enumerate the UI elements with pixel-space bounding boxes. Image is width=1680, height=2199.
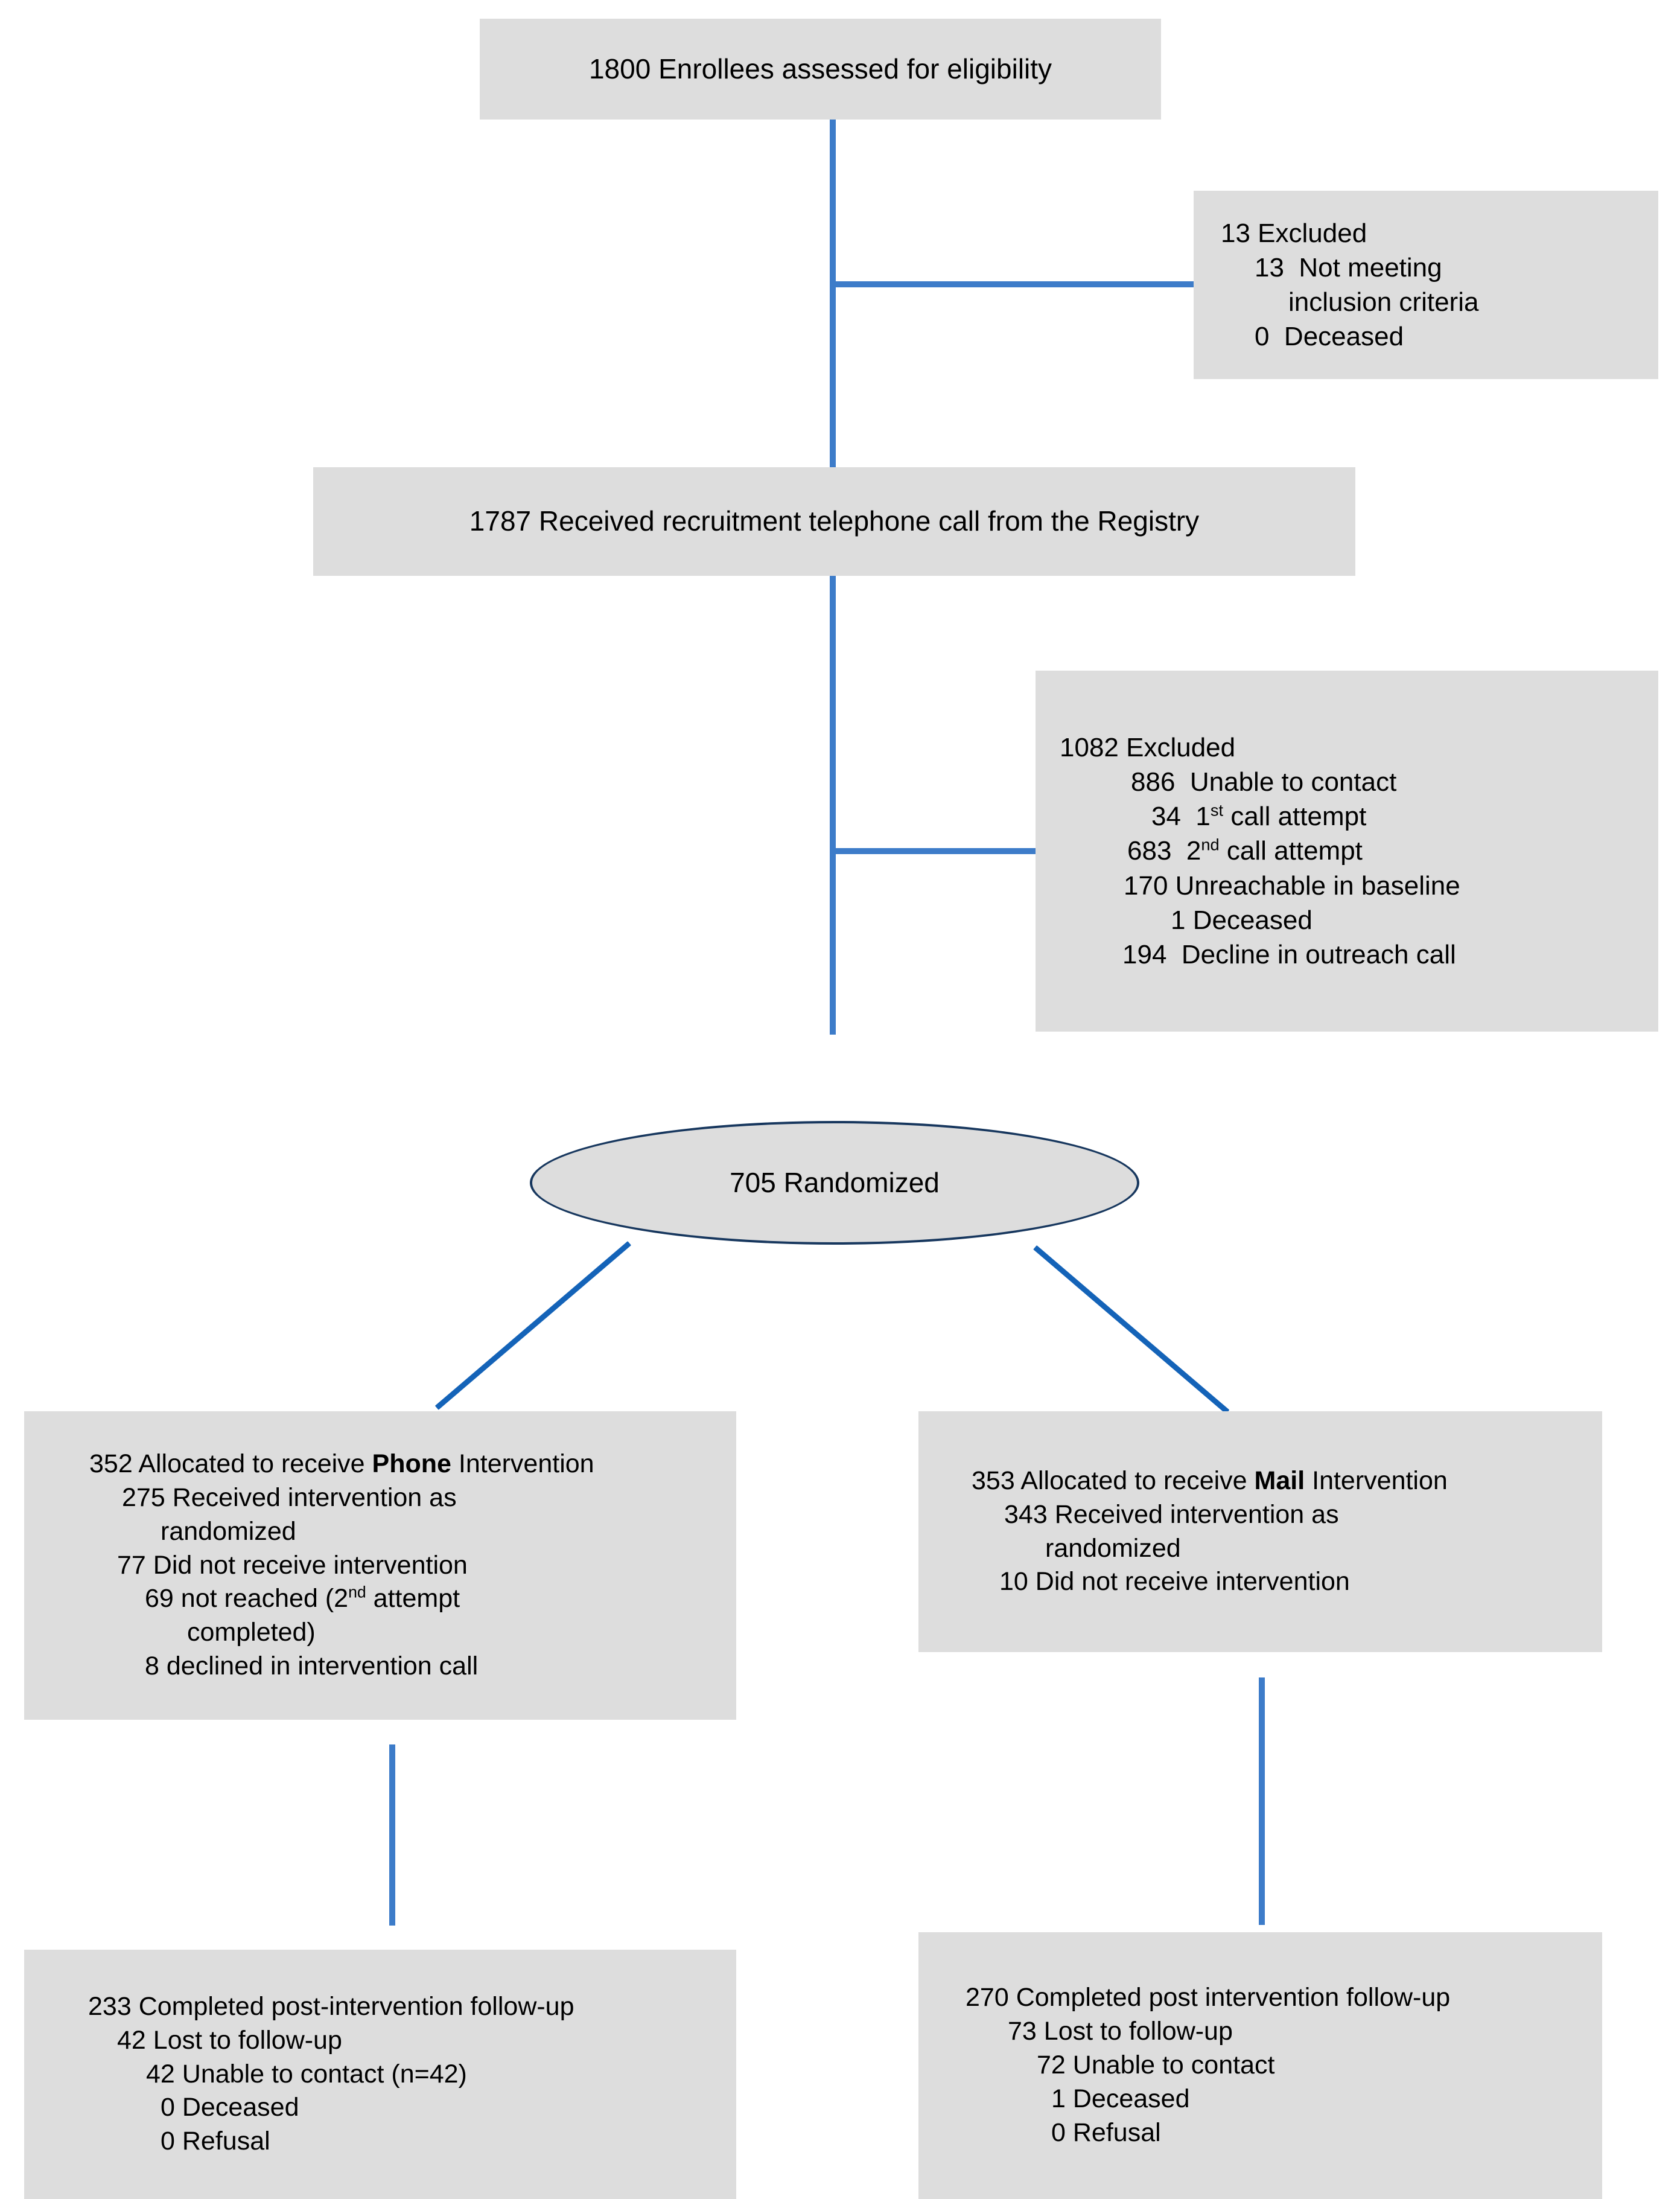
excluded2-second-ord: 2 [1186, 836, 1201, 866]
excluded2-second-sup: nd [1201, 835, 1220, 854]
alloc-phone-line-4: completed) [187, 1618, 316, 1647]
box-allocated-phone: 352 Allocated to receive Phone Intervent… [24, 1411, 736, 1720]
connector-mail-to-followup [1259, 1677, 1265, 1925]
followup-mail-line-0: 270 Completed post intervention follow-u… [966, 1983, 1451, 2012]
excluded1-line-3: 0 Deceased [1255, 322, 1404, 352]
excluded2-line-0: 1082 Excluded [1060, 732, 1236, 762]
excluded2-first-rest: call attempt [1223, 802, 1367, 832]
connector-recruit-to-randomized [830, 576, 836, 1035]
followup-mail-line-3: 1 Deceased [1051, 2084, 1190, 2113]
connector-randomized-to-phone [434, 1241, 631, 1410]
followup-mail-line-2: 72 Unable to contact [1037, 2051, 1275, 2080]
alloc-mail-header-bold: Mail [1254, 1466, 1305, 1495]
alloc-phone-line-3: 69 not reached (2nd attempt [42, 1582, 736, 1616]
alloc-phone-header-bold: Phone [372, 1449, 451, 1478]
excluded2-first-ord: 1 [1195, 802, 1211, 832]
box-received-recruitment-call: 1787 Received recruitment telephone call… [313, 467, 1355, 576]
alloc-phone-header-post: Intervention [451, 1449, 594, 1478]
box-excluded-initial: 13 Excluded 13 Not meeting inclusion cri… [1194, 191, 1658, 379]
alloc-mail-header-pre: 353 Allocated to receive [972, 1466, 1255, 1495]
ellipse-randomized: 705 Randomized [530, 1121, 1139, 1245]
followup-phone-line-1: 42 Lost to follow-up [117, 2025, 342, 2055]
connector-to-excluded-1 [830, 281, 1196, 287]
enrolled-line-0: 1800 Enrollees assessed for eligibility [588, 53, 1052, 85]
alloc-phone-line-5: 8 declined in intervention call [145, 1652, 479, 1681]
followup-phone-line-2: 42 Unable to contact (n=42) [146, 2059, 467, 2089]
excluded2-line-6: 194 Decline in outreach call [1122, 939, 1456, 969]
excluded1-line-1: 13 Not meeting [1255, 252, 1442, 282]
followup-phone-line-0: 233 Completed post-intervention follow-u… [88, 1991, 574, 2021]
recruit-line-0: 1787 Received recruitment telephone call… [469, 505, 1200, 537]
excluded2-line-4: 170 Unreachable in baseline [1124, 870, 1460, 901]
alloc-phone-header: 352 Allocated to receive Phone Intervent… [42, 1447, 736, 1481]
alloc-mail-header: 353 Allocated to receive Mail Interventi… [937, 1464, 1602, 1498]
excluded2-first-count: 34 [1151, 802, 1181, 832]
alloc-mail-line-2: 10 Did not receive intervention [999, 1567, 1350, 1597]
alloc-phone-header-pre: 352 Allocated to receive [89, 1449, 372, 1478]
alloc-phone-ord-rest: attempt [366, 1584, 460, 1613]
followup-mail-line-4: 0 Refusal [1051, 2118, 1161, 2147]
excluded2-line-3: 683 2nd call attempt [1060, 834, 1658, 868]
excluded2-second-count: 683 [1127, 836, 1172, 866]
connector-randomized-to-mail [1033, 1245, 1230, 1414]
alloc-phone-line-0: 275 Received intervention as [122, 1482, 457, 1512]
excluded1-line-2: inclusion criteria [1288, 287, 1479, 317]
box-followup-mail: 270 Completed post intervention follow-u… [918, 1932, 1602, 2199]
alloc-phone-line-2: 77 Did not receive intervention [117, 1550, 468, 1580]
followup-phone-line-3: 0 Deceased [161, 2093, 299, 2122]
alloc-phone-ord-sup: nd [348, 1583, 366, 1602]
alloc-phone-ord-base: 69 not reached (2 [145, 1584, 349, 1613]
excluded2-first-sup: st [1210, 800, 1224, 820]
alloc-phone-line-1: randomized [161, 1516, 296, 1546]
alloc-mail-line-1: randomized [1045, 1533, 1181, 1563]
alloc-mail-header-post: Intervention [1305, 1466, 1448, 1495]
excluded2-line-1: 886 Unable to contact [1131, 767, 1397, 797]
box-excluded-after-call: 1082 Excluded 886 Unable to contact 34 1… [1036, 671, 1658, 1032]
followup-mail-line-1: 73 Lost to follow-up [1008, 2017, 1233, 2046]
randomized-line-0: 705 Randomized [730, 1166, 940, 1198]
alloc-mail-line-0: 343 Received intervention as [1004, 1499, 1339, 1529]
followup-phone-line-4: 0 Refusal [161, 2127, 270, 2156]
connector-phone-to-followup [389, 1744, 395, 1926]
excluded2-line-2: 34 1st call attempt [1060, 799, 1658, 834]
box-enrolled: 1800 Enrollees assessed for eligibility [480, 19, 1161, 120]
excluded1-line-0: 13 Excluded [1221, 218, 1367, 248]
connector-enrolled-to-recruit [830, 120, 836, 468]
excluded2-line-5: 1 Deceased [1171, 905, 1312, 935]
excluded2-second-rest: call attempt [1219, 836, 1363, 866]
box-allocated-mail: 353 Allocated to receive Mail Interventi… [918, 1411, 1602, 1652]
connector-to-excluded-2 [830, 848, 1038, 854]
box-followup-phone: 233 Completed post-intervention follow-u… [24, 1950, 736, 2199]
